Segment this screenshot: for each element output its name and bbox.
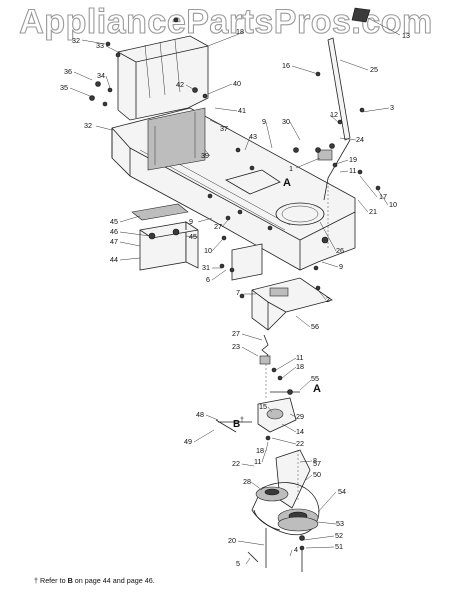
footnote: † Refer to B on page 44 and page 46.	[34, 576, 155, 585]
battery-assembly	[131, 203, 231, 271]
callout-29: 29	[296, 412, 304, 421]
callout-32-lower: 32	[84, 121, 92, 130]
footnote-before: Refer to	[38, 576, 68, 585]
callout-3: 3	[390, 103, 394, 112]
callout-11-lower: 11	[254, 457, 261, 466]
callout-27-upper: 27	[214, 222, 222, 231]
callout-48: 48	[196, 410, 204, 419]
callout-9-upper: 9	[262, 117, 266, 126]
callout-41: 41	[238, 106, 246, 115]
callout-22-left: 22	[232, 459, 240, 468]
callout-2: 2	[326, 295, 330, 304]
callout-12: 12	[330, 110, 338, 119]
callout-49: 49	[184, 437, 192, 446]
callout-13: 13	[402, 31, 410, 40]
callout-27-lower: 27	[232, 329, 240, 338]
callout-32: 32	[72, 36, 80, 45]
callout-56: 56	[311, 322, 319, 331]
idler-bracket	[215, 397, 297, 441]
callout-1: 1	[289, 164, 293, 173]
callout-37: 37	[220, 124, 228, 133]
steering-shaft	[315, 7, 381, 250]
callout-22-right: 22	[296, 439, 304, 448]
hardware-column	[259, 334, 300, 400]
callout-33: 33	[96, 41, 104, 50]
callout-21: 21	[369, 207, 377, 216]
callout-16: 16	[282, 61, 290, 70]
callout-10-right: 10	[389, 200, 397, 209]
watermark-text: AppliancePartsPros.com	[19, 3, 432, 41]
frame-assembly	[111, 35, 356, 271]
footnote-ref: B	[68, 576, 73, 585]
callout-9-mid: 9	[189, 217, 193, 226]
callout-14: 14	[296, 427, 304, 436]
callout-36: 36	[64, 67, 72, 76]
callout-50: 50	[313, 470, 321, 479]
callout-55: 55	[311, 374, 319, 383]
callout-34: 34	[97, 71, 105, 80]
callout-11-upper: 11	[349, 166, 356, 175]
callout-6: 6	[206, 275, 210, 284]
bracket-31	[219, 243, 319, 281]
callout-7: 7	[236, 288, 240, 297]
callout-35: 35	[60, 83, 68, 92]
footnote-dagger: †	[34, 576, 38, 585]
callout-9-lower: 9	[339, 262, 343, 271]
leader-lines	[69, 17, 401, 565]
callout-53: 53	[336, 519, 344, 528]
callout-57: 57	[313, 459, 321, 468]
drive-belt-pulleys	[247, 449, 320, 572]
ref-mark-a-upper: A	[283, 177, 291, 189]
callout-17: 17	[379, 192, 387, 201]
callout-18-lower: 18	[256, 446, 264, 455]
callout-labels: 32 33 18 13 16 25 36 34 35 42 40 32 41 9…	[60, 27, 410, 568]
callout-8: 8	[313, 456, 317, 465]
callout-52: 52	[335, 531, 343, 540]
callout-39: 39	[201, 151, 209, 160]
callout-19: 19	[349, 155, 357, 164]
ref-mark-b: B	[233, 419, 240, 430]
callout-42: 42	[176, 80, 184, 89]
callout-11-mid: 11	[296, 353, 303, 362]
callout-43: 43	[249, 132, 257, 141]
callout-15: 15	[259, 402, 267, 411]
callout-47: 47	[110, 237, 118, 246]
footnote-after: on page 44 and page 46.	[73, 576, 155, 585]
callout-31: 31	[202, 263, 210, 272]
ref-mark-a-lower: A	[313, 383, 321, 395]
callout-26: 26	[336, 246, 344, 255]
callout-44: 44	[110, 255, 118, 264]
callout-40: 40	[233, 79, 241, 88]
callout-20: 20	[228, 536, 236, 545]
callout-24: 24	[356, 135, 364, 144]
callout-10-mid: 10	[204, 246, 212, 255]
callout-54: 54	[338, 487, 346, 496]
callout-23: 23	[232, 342, 240, 351]
callout-46: 46	[110, 227, 118, 236]
upper-left-hardware	[89, 17, 299, 171]
callout-18: 18	[236, 27, 244, 36]
callout-51: 51	[335, 542, 343, 551]
callout-45-top: 45	[110, 217, 118, 226]
callout-28: 28	[243, 477, 251, 486]
callout-18-mid: 18	[296, 362, 304, 371]
plate-56	[239, 277, 333, 331]
callout-30: 30	[282, 117, 290, 126]
callout-5: 5	[236, 559, 240, 568]
callout-4: 4	[294, 545, 298, 554]
callout-25: 25	[370, 65, 378, 74]
ref-mark-dagger: †	[240, 415, 244, 424]
